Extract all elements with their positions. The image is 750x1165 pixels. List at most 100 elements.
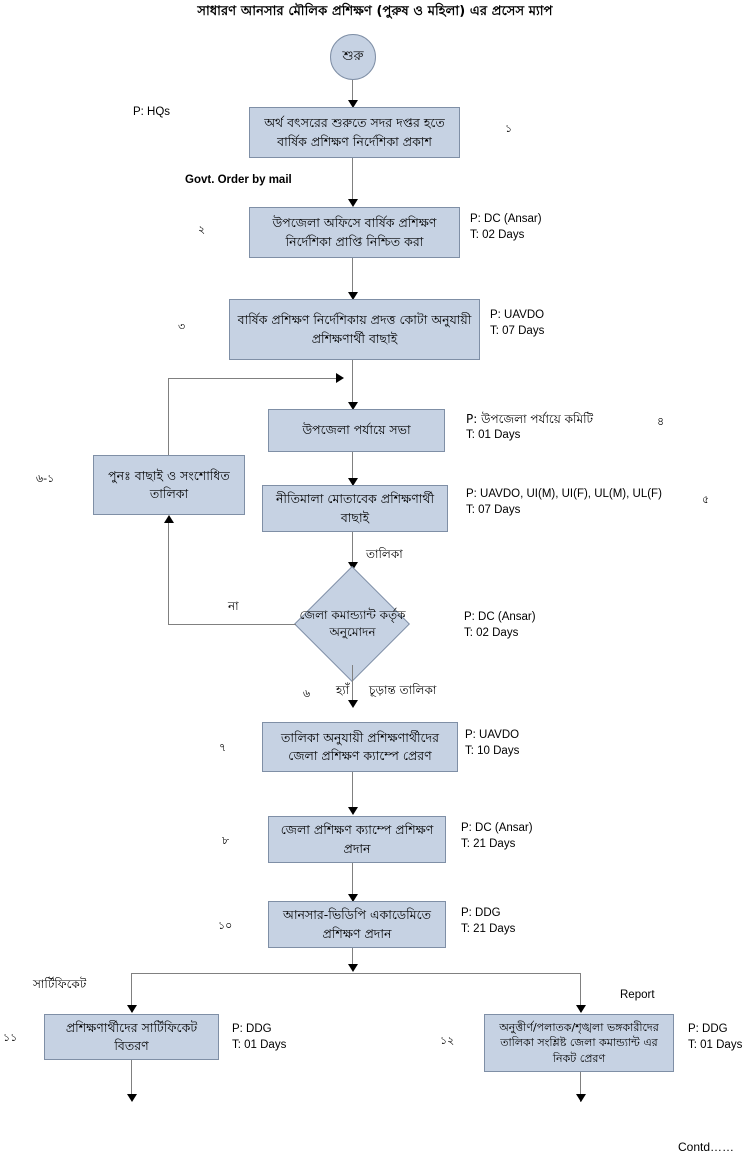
node-n12-label: অনুত্তীর্ণ/পলাতক/শৃঙ্খলা ভঙ্গকারীদের তাল… <box>499 1020 659 1065</box>
step-number-n2: ২ <box>198 223 206 236</box>
annotation-n7-person: P: UAVDO <box>465 729 520 741</box>
annotation-n11-time: T: 01 Days <box>232 1039 287 1051</box>
connector-n7-to-n8 <box>352 772 353 812</box>
connector-n1-to-n2 <box>352 158 353 203</box>
node-n2: উপজেলা অফিসে বার্ষিক প্রশিক্ষণ নির্দেশিক… <box>249 207 460 258</box>
arrowhead-start-to-n1 <box>348 100 358 108</box>
annotation-n10-person: P: DDG <box>461 907 501 919</box>
step-number-n12: ১২ <box>440 1034 455 1047</box>
connector-n11-exit <box>131 1060 132 1100</box>
annotation-n8-person: P: DC (Ansar) <box>461 822 533 834</box>
annotation-n2-person: P: DC (Ansar) <box>470 213 542 225</box>
edge-label-yes: হ্যাঁ <box>336 683 350 697</box>
node-n4: উপজেলা পর্যায়ে সভা <box>268 409 445 452</box>
arrowhead-n3-to-n4 <box>348 402 358 410</box>
annotation-n12-time: T: 01 Days <box>688 1039 743 1051</box>
annotation-d6-person: P: DC (Ansar) <box>464 611 536 623</box>
connector-start-to-n1 <box>352 80 353 103</box>
connector-no-branch-horizontal <box>168 624 296 625</box>
footer-continued-note: Contd…… <box>678 1140 735 1154</box>
connector-n12-exit <box>580 1072 581 1102</box>
node-n7-label: তালিকা অনুযায়ী প্রশিক্ষণার্থীদের জেলা প… <box>280 729 439 763</box>
annotation-d6-time: T: 02 Days <box>464 627 519 639</box>
arrowhead-n7-to-n8 <box>348 807 358 815</box>
annotation-n4-time: T: 01 Days <box>466 429 521 441</box>
annotation-n11-person: P: DDG <box>232 1023 272 1035</box>
annotation-n3-person: P: UAVDO <box>490 309 545 321</box>
node-n8: জেলা প্রশিক্ষণ ক্যাম্পে প্রশিক্ষণ প্রদান <box>268 816 446 863</box>
annotation-n8-time: T: 21 Days <box>461 838 516 850</box>
annotation-n7-time: T: 10 Days <box>465 745 520 757</box>
arrowhead-yes-branch <box>348 700 358 708</box>
arrowhead-n11-exit <box>127 1094 137 1102</box>
edge-label-report: Report <box>620 989 655 1001</box>
connector-split-bar <box>131 973 580 974</box>
connector-yes-branch <box>352 665 353 705</box>
annotation-govt-order: Govt. Order by mail <box>185 172 295 189</box>
connector-split-left-vertical <box>131 973 132 1012</box>
node-n5-label: নীতিমালা মোতাবেক প্রশিক্ষণার্থী বাছাই <box>275 491 435 525</box>
connector-loop-vertical-up <box>168 378 169 456</box>
arrowhead-split-left <box>127 1005 137 1013</box>
node-n7: তালিকা অনুযায়ী প্রশিক্ষণার্থীদের জেলা প… <box>262 722 458 772</box>
annotation-n12-person: P: DDG <box>688 1023 728 1035</box>
annotation-govt-order-text: Govt. Order by mail <box>185 174 292 186</box>
annotation-n4-person: P: উপজেলা পর্যায়ে কমিটি <box>466 412 594 426</box>
connector-loop-horizontal-top <box>168 378 342 379</box>
arrowhead-split-right <box>576 1005 586 1013</box>
node-n8-label: জেলা প্রশিক্ষণ ক্যাম্পে প্রশিক্ষণ প্রদান <box>280 822 434 856</box>
edge-label-final-list: চূড়ান্ত তালিকা <box>369 683 437 697</box>
node-d6-label: জেলা কমান্ড্যান্ট কর্তৃক অনুমোদন <box>299 607 406 639</box>
arrowhead-loop-into-main <box>336 373 344 383</box>
arrowhead-n8-to-n10 <box>348 894 358 902</box>
step-number-n6-1: ৬-১ <box>36 472 55 485</box>
step-number-n3: ৩ <box>178 320 186 333</box>
connector-n2-to-n3 <box>352 258 353 298</box>
arrowhead-n5-to-d6 <box>348 562 358 570</box>
arrowhead-n4-to-n5 <box>348 478 358 486</box>
step-number-n4: ৪ <box>657 415 665 428</box>
annotation-n5-person: P: UAVDO, UI(M), UI(F), UL(M), UL(F) <box>466 488 662 500</box>
connector-n4-to-n5 <box>352 452 353 485</box>
node-start-label: শুরু <box>342 48 364 64</box>
node-n6-1-label: পুনঃ বাছাই ও সংশোধিত তালিকা <box>108 467 230 501</box>
step-number-n10: ১০ <box>218 919 233 932</box>
node-d6: জেলা কমান্ড্যান্ট কর্তৃক অনুমোদন <box>294 566 410 682</box>
arrowhead-no-branch-into-n6-1 <box>164 515 174 523</box>
node-n1: অর্থ বৎসরের শুরুতে সদর দপ্তর হতে বার্ষিক… <box>249 107 460 158</box>
step-number-n8: ৮ <box>222 834 230 847</box>
arrowhead-n12-exit <box>576 1094 586 1102</box>
node-start: শুরু <box>330 34 376 80</box>
edge-label-no: না <box>228 599 239 613</box>
arrowhead-n10-to-split <box>348 964 358 972</box>
step-number-n7: ৭ <box>219 741 227 754</box>
arrowhead-n1-to-n2 <box>348 199 358 207</box>
node-n1-label: অর্থ বৎসরের শুরুতে সদর দপ্তর হতে বার্ষিক… <box>264 115 445 149</box>
arrowhead-n2-to-n3 <box>348 292 358 300</box>
connector-n5-to-d6 <box>352 532 353 568</box>
node-n3: বার্ষিক প্রশিক্ষণ নির্দেশিকায় প্রদত্ত ক… <box>229 299 480 360</box>
annotation-n3-time: T: 07 Days <box>490 325 545 337</box>
node-n4-label: উপজেলা পর্যায়ে সভা <box>302 422 411 438</box>
node-n11: প্রশিক্ষণার্থীদের সার্টিফিকেট বিতরণ <box>44 1014 219 1060</box>
node-n11-label: প্রশিক্ষণার্থীদের সার্টিফিকেট বিতরণ <box>65 1019 198 1053</box>
annotation-n10-time: T: 21 Days <box>461 923 516 935</box>
node-n12: অনুত্তীর্ণ/পলাতক/শৃঙ্খলা ভঙ্গকারীদের তাল… <box>484 1014 674 1072</box>
connector-split-right-vertical <box>580 973 581 1012</box>
edge-label-list: তালিকা <box>366 547 403 561</box>
node-n10: আনসার-ভিডিপি একাডেমিতে প্রশিক্ষণ প্রদান <box>268 901 446 948</box>
step-number-n1: ১ <box>505 122 513 135</box>
annotation-n2-time: T: 02 Days <box>470 229 525 241</box>
node-n10-label: আনসার-ভিডিপি একাডেমিতে প্রশিক্ষণ প্রদান <box>282 907 432 941</box>
step-number-d6: ৬ <box>303 687 311 700</box>
connector-n10-to-split <box>352 948 353 970</box>
step-number-n11: ১১ <box>3 1031 18 1044</box>
edge-label-certificate: সার্টিফিকেট <box>33 977 87 991</box>
connector-n8-to-n10 <box>352 863 353 901</box>
annotation-n1-person: P: HQs <box>133 106 171 118</box>
node-n5: নীতিমালা মোতাবেক প্রশিক্ষণার্থী বাছাই <box>262 485 448 532</box>
step-number-n5: ৫ <box>702 493 710 506</box>
annotation-n5-time: T: 07 Days <box>466 504 521 516</box>
node-n3-label: বার্ষিক প্রশিক্ষণ নির্দেশিকায় প্রদত্ত ক… <box>237 312 472 346</box>
connector-no-branch-vertical <box>168 523 169 624</box>
